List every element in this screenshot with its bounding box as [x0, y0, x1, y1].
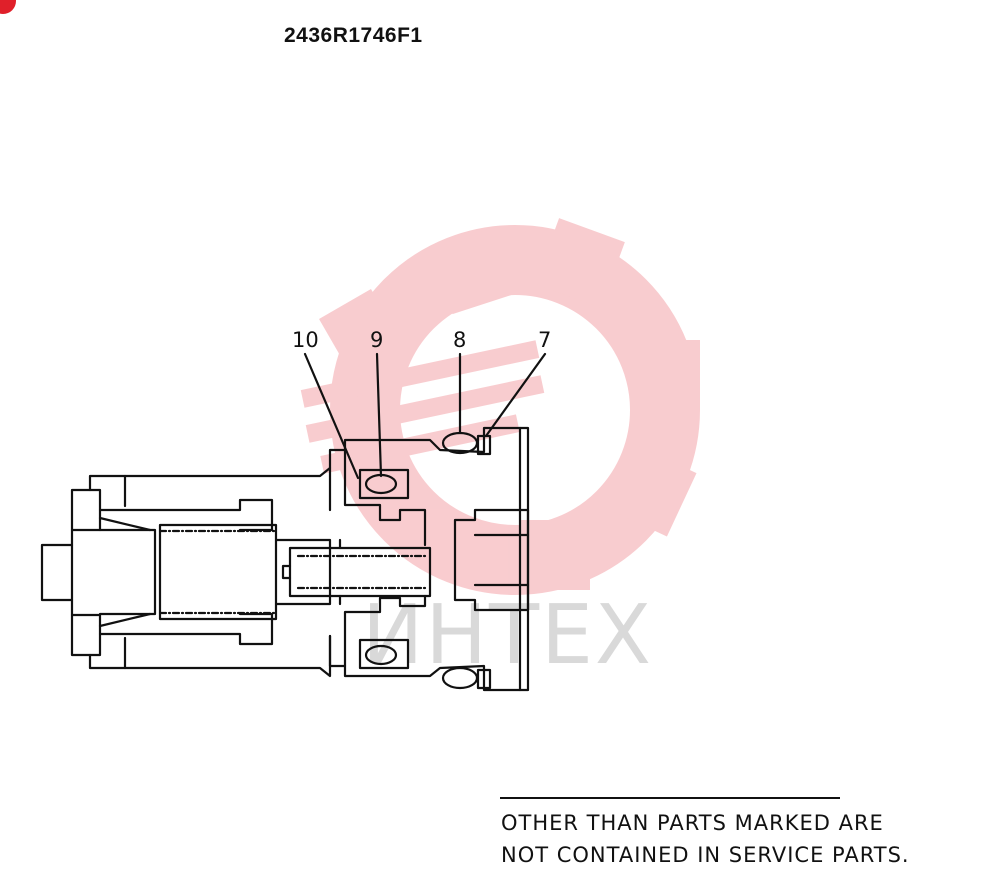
note-line-2: NOT CONTAINED IN SERVICE PARTS. — [501, 843, 910, 867]
callout-9: 9 — [370, 328, 384, 352]
note-line-1: OTHER THAN PARTS MARKED ARE — [501, 811, 884, 835]
note-divider — [500, 797, 840, 799]
document-code: 2436R1746F1 — [284, 24, 423, 47]
callout-10: 10 — [292, 328, 319, 352]
callout-8: 8 — [453, 328, 467, 352]
watermark-text: ИНТЕХ — [362, 588, 654, 683]
callout-7: 7 — [538, 328, 552, 352]
service-parts-note: OTHER THAN PARTS MARKED ARE NOT CONTAINE… — [501, 807, 996, 871]
